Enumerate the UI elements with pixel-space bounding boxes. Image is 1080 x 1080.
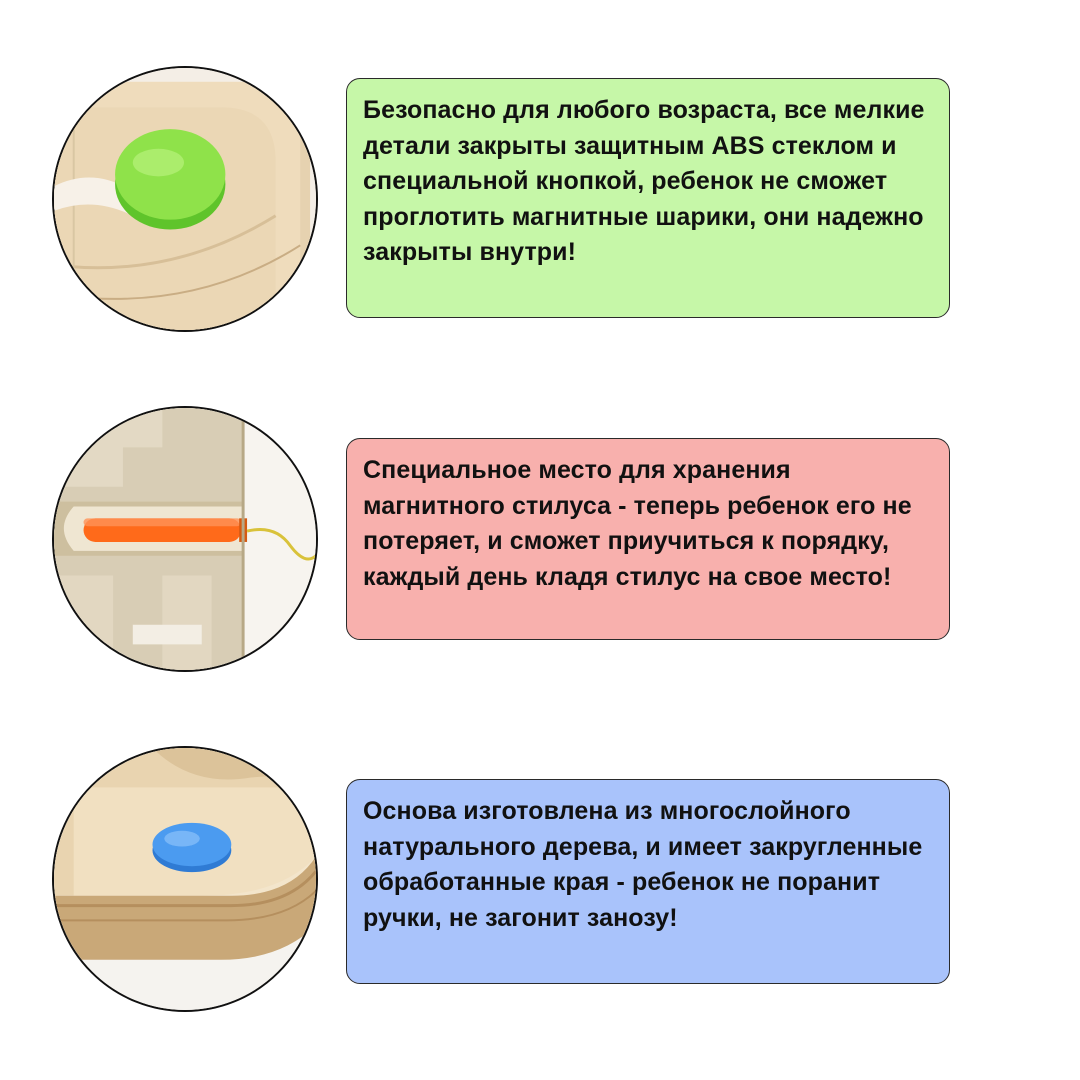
orange-stylus-icon: [54, 408, 316, 670]
green-button-icon: [54, 68, 316, 330]
feature-card-stylus-storage: Специальное место для хранения магнитног…: [346, 438, 950, 640]
feature-card-safety: Безопасно для любого возраста, все мелки…: [346, 78, 950, 318]
blue-button-closeup-image: [52, 746, 318, 1012]
orange-stylus-closeup-image: [52, 406, 318, 672]
feature-text-safety: Безопасно для любого возраста, все мелки…: [363, 96, 925, 266]
blue-button-icon: [54, 748, 316, 1010]
feature-text-stylus-storage: Специальное место для хранения магнитног…: [363, 456, 912, 591]
green-button-closeup-image: [52, 66, 318, 332]
feature-text-natural-wood: Основа изготовлена из многослойного нату…: [363, 797, 923, 932]
feature-card-natural-wood: Основа изготовлена из многослойного нату…: [346, 779, 950, 984]
